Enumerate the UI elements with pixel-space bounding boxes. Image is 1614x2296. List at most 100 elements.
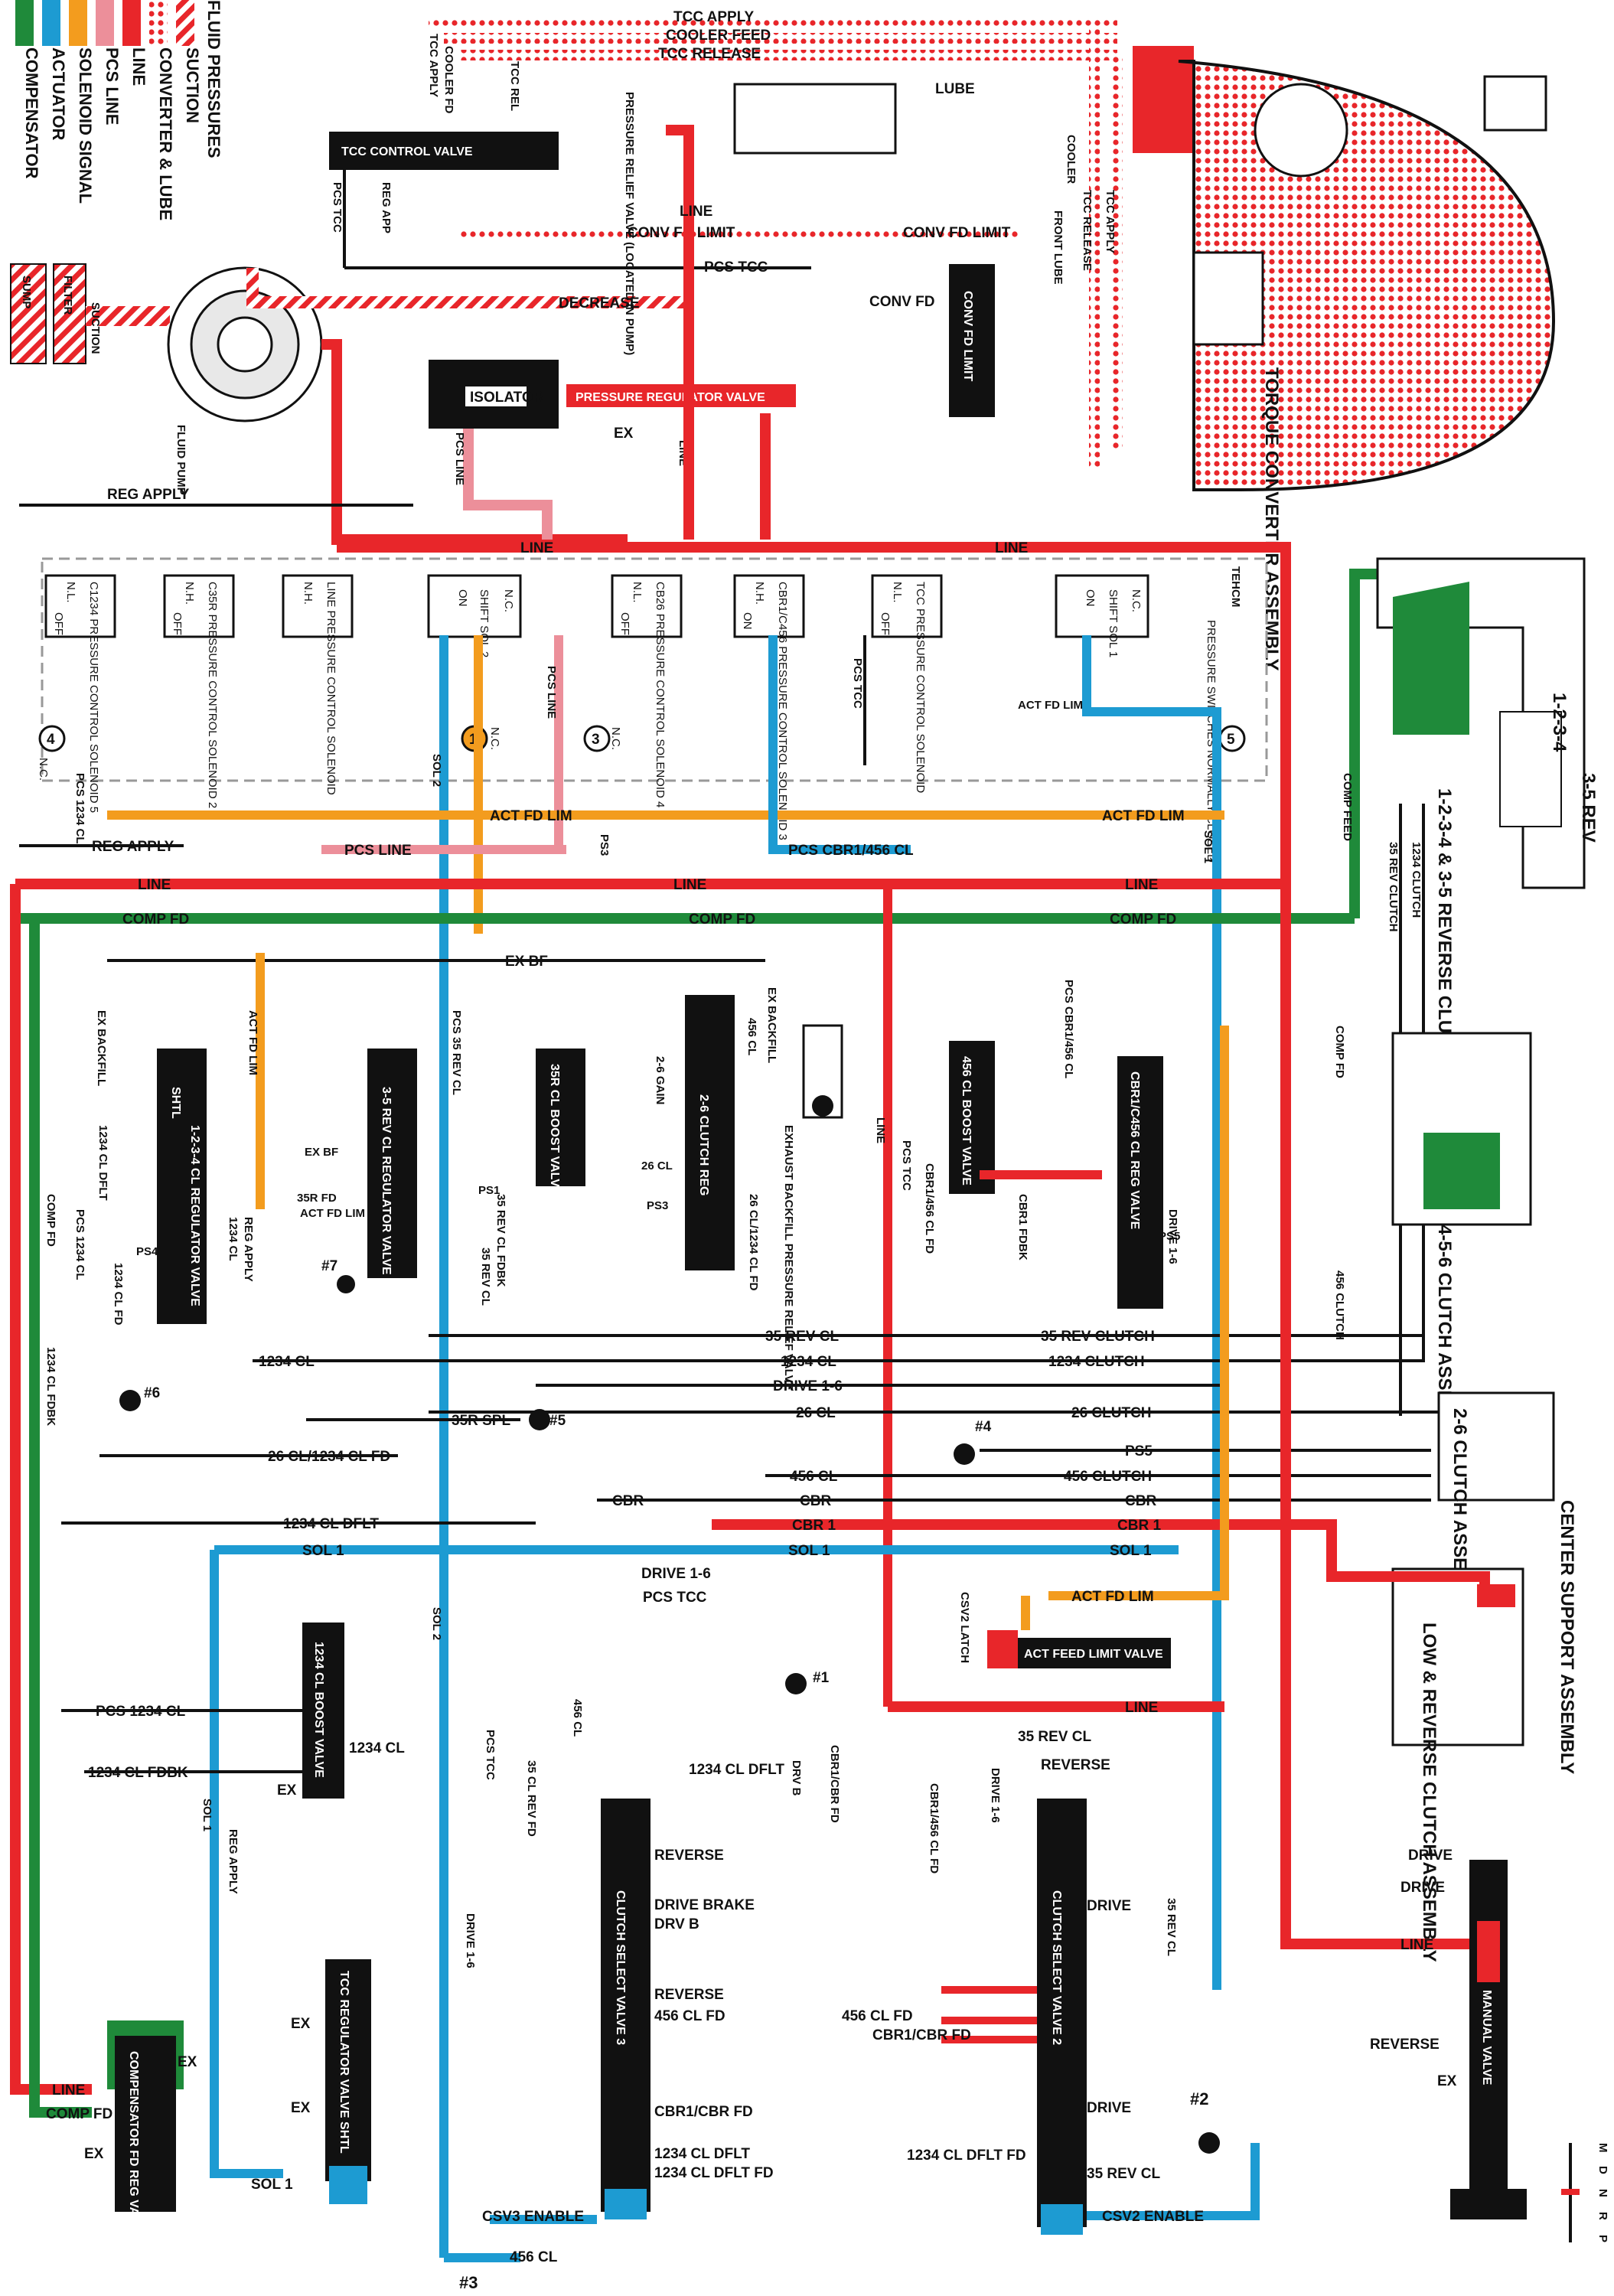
svg-text:1234 CL DFLT: 1234 CL DFLT	[96, 1125, 109, 1201]
svg-text:456 CL: 456 CL	[745, 1018, 758, 1055]
svg-text:ACT FD LIM: ACT FD LIM	[490, 808, 572, 824]
legend-pcs-line: PCS LINE	[103, 47, 122, 125]
svg-text:1234 CL DFLT FD: 1234 CL DFLT FD	[907, 2148, 1026, 2164]
svg-text:EX BF: EX BF	[305, 1146, 338, 1159]
svg-text:ACT FD LIM: ACT FD LIM	[246, 1010, 259, 1075]
legend-line: LINE	[129, 47, 148, 86]
filter-label: FILTER	[61, 276, 74, 315]
svg-text:CLUTCH SELECT VALVE 3: CLUTCH SELECT VALVE 3	[614, 1890, 627, 2045]
svg-text:ON: ON	[1084, 589, 1097, 607]
front-lube-label: FRONT LUBE	[1052, 210, 1065, 285]
svg-text:EX: EX	[277, 1782, 297, 1799]
check-ball-6	[119, 1390, 141, 1411]
svg-text:456 CL FD: 456 CL FD	[654, 2008, 725, 2024]
svg-text:CB26 PRESSURE CONTROL SOLENOID: CB26 PRESSURE CONTROL SOLENOID 4	[654, 582, 667, 807]
lower-buses: 35 REV CL 35 REV CLUTCH 1234 CL 1234 CL …	[61, 1026, 1490, 2178]
svg-text:PS1: PS1	[478, 1184, 500, 1197]
svg-text:SOL 1: SOL 1	[1110, 1543, 1152, 1559]
conv-fd-limit-1: CONV FD LIMIT	[628, 225, 735, 241]
pressure-relief-label: PRESSURE RELIEF VALVE (LOCATED IN PUMP)	[623, 92, 636, 355]
line-bus-top	[337, 542, 1291, 888]
svg-text:DRIVE 1-6: DRIVE 1-6	[989, 1768, 1002, 1823]
svg-text:EX BACKFILL: EX BACKFILL	[95, 1010, 108, 1086]
svg-text:LINE PRESSURE CONTROL SOLENOID: LINE PRESSURE CONTROL SOLENOID	[324, 582, 337, 795]
svg-text:M: M	[1596, 2143, 1609, 2153]
pcs-tcc-h: PCS TCC	[704, 259, 768, 276]
svg-text:ACT FD LIM: ACT FD LIM	[300, 1207, 365, 1220]
svg-text:COMP FD: COMP FD	[122, 912, 189, 928]
svg-text:EX: EX	[178, 2054, 197, 2070]
solenoid-2: C35R PRESSURE CONTROL SOLENOID 2 N.H. OF…	[163, 574, 235, 808]
svg-text:CBR 1: CBR 1	[792, 1518, 836, 1534]
svg-text:LINE: LINE	[1125, 1700, 1158, 1716]
svg-text:PCS 1234 CL: PCS 1234 CL	[96, 1704, 186, 1720]
act-feed-limit-valve	[1018, 1638, 1171, 1668]
pr-ex-label: EX	[614, 426, 634, 442]
svg-text:ACT FD LIM: ACT FD LIM	[1102, 808, 1185, 824]
svg-text:SHTL: SHTL	[169, 1087, 182, 1119]
pressure-switch-3	[583, 725, 611, 752]
suction-pipe	[86, 306, 170, 326]
svg-text:456 CLUTCH: 456 CLUTCH	[1333, 1270, 1346, 1340]
bottom-valves: 1234 CL BOOST VALVE PCS 1234 CL 1234 CL …	[46, 888, 1527, 2292]
svg-text:1234 CL DFLT: 1234 CL DFLT	[283, 1516, 379, 1532]
svg-text:CBR1/C456 CL REG VALVE: CBR1/C456 CL REG VALVE	[1128, 1071, 1141, 1230]
svg-text:TCC PRESSURE CONTROL SOLENOID: TCC PRESSURE CONTROL SOLENOID	[914, 582, 927, 793]
svg-text:EXHAUST BACKFILL PRESSURE RELI: EXHAUST BACKFILL PRESSURE RELIEF VALVE	[782, 1125, 795, 1391]
svg-text:COMP FEED: COMP FEED	[1341, 773, 1354, 841]
pump-section: SUMP FILTER SUCTION FLUID PUMP DECREASE	[10, 263, 689, 545]
svg-text:SOL 1: SOL 1	[251, 2177, 293, 2193]
cooler-fd-v: COOLER FD	[442, 46, 455, 113]
svg-text:456 CL BOOST VALVE: 456 CL BOOST VALVE	[960, 1056, 973, 1186]
line-left-riser	[10, 884, 92, 2095]
legend-title: FLUID PRESSURES	[204, 0, 223, 158]
sump-label: SUMP	[20, 276, 33, 308]
svg-text:REVERSE: REVERSE	[1370, 2037, 1440, 2053]
clutch-select-valve-2	[1037, 1799, 1087, 2227]
tcc-line-label: LINE	[680, 204, 712, 220]
svg-text:DRV B: DRV B	[654, 1916, 699, 1932]
svg-text:CBR: CBR	[1125, 1493, 1156, 1509]
pressure-regulator-group: ISOLATOR PRESSURE REGULATOR VALVE EX PCS…	[19, 302, 796, 540]
svg-text:1234 CL FDBK: 1234 CL FDBK	[88, 1765, 188, 1781]
svg-text:PCS 35 REV CL: PCS 35 REV CL	[450, 1010, 463, 1095]
tcc-apply-r: TCC APPLY	[1104, 190, 1117, 253]
reg-cbr1-456-valve	[1117, 1056, 1163, 1309]
svg-text:ON: ON	[741, 612, 754, 630]
svg-text:PCS LINE: PCS LINE	[344, 843, 412, 859]
svg-text:CBR 1: CBR 1	[1117, 1518, 1161, 1534]
svg-text:35 CL REV FD: 35 CL REV FD	[525, 1760, 538, 1837]
svg-text:35 REV CL: 35 REV CL	[765, 1329, 839, 1345]
comp-left-riser	[29, 918, 92, 2118]
svg-text:PCS 1234 CL: PCS 1234 CL	[73, 773, 86, 844]
reg-apply-label: REG APPLY	[107, 487, 190, 503]
svg-text:#7: #7	[321, 1258, 337, 1274]
legend-swatch-actuator	[42, 0, 60, 46]
svg-text:CBR1/CBR FD: CBR1/CBR FD	[872, 2027, 971, 2043]
svg-text:N.H.: N.H.	[183, 582, 196, 605]
svg-text:PCS TCC: PCS TCC	[484, 1730, 497, 1780]
svg-text:CBR: CBR	[612, 1493, 644, 1509]
svg-text:SOL 1: SOL 1	[302, 1543, 344, 1559]
isolator-label: ISOLATOR	[470, 390, 544, 406]
clutch-select-valve-3	[601, 1799, 650, 2212]
svg-text:2-6 CLUTCH REG: 2-6 CLUTCH REG	[697, 1094, 710, 1195]
svg-text:PS5: PS5	[1125, 1443, 1153, 1459]
svg-text:N.C.: N.C.	[609, 727, 622, 750]
svg-text:CSV2 LATCH: CSV2 LATCH	[958, 1592, 971, 1663]
svg-text:456 CL: 456 CL	[571, 1699, 584, 1737]
svg-text:CLUTCH SELECT VALVE 2: CLUTCH SELECT VALVE 2	[1050, 1890, 1063, 2045]
pump-line-out	[321, 339, 628, 545]
prndm-indicator: M D N R P	[1561, 2143, 1609, 2242]
tcc-release-r: TCC RELEASE	[1081, 190, 1094, 271]
filter	[53, 263, 86, 364]
svg-text:DRIVE: DRIVE	[1408, 1848, 1453, 1864]
svg-text:LINE: LINE	[673, 877, 706, 893]
svg-text:REG APPLY: REG APPLY	[227, 1829, 240, 1894]
svg-text:DRIVE: DRIVE	[1400, 1880, 1445, 1896]
boost-1234-valve	[302, 1623, 344, 1799]
sump	[10, 263, 47, 364]
svg-text:N.L.: N.L.	[64, 582, 77, 603]
pcs-line-label-reg: PCS LINE	[453, 432, 466, 485]
manual-valve	[1469, 1860, 1508, 2189]
